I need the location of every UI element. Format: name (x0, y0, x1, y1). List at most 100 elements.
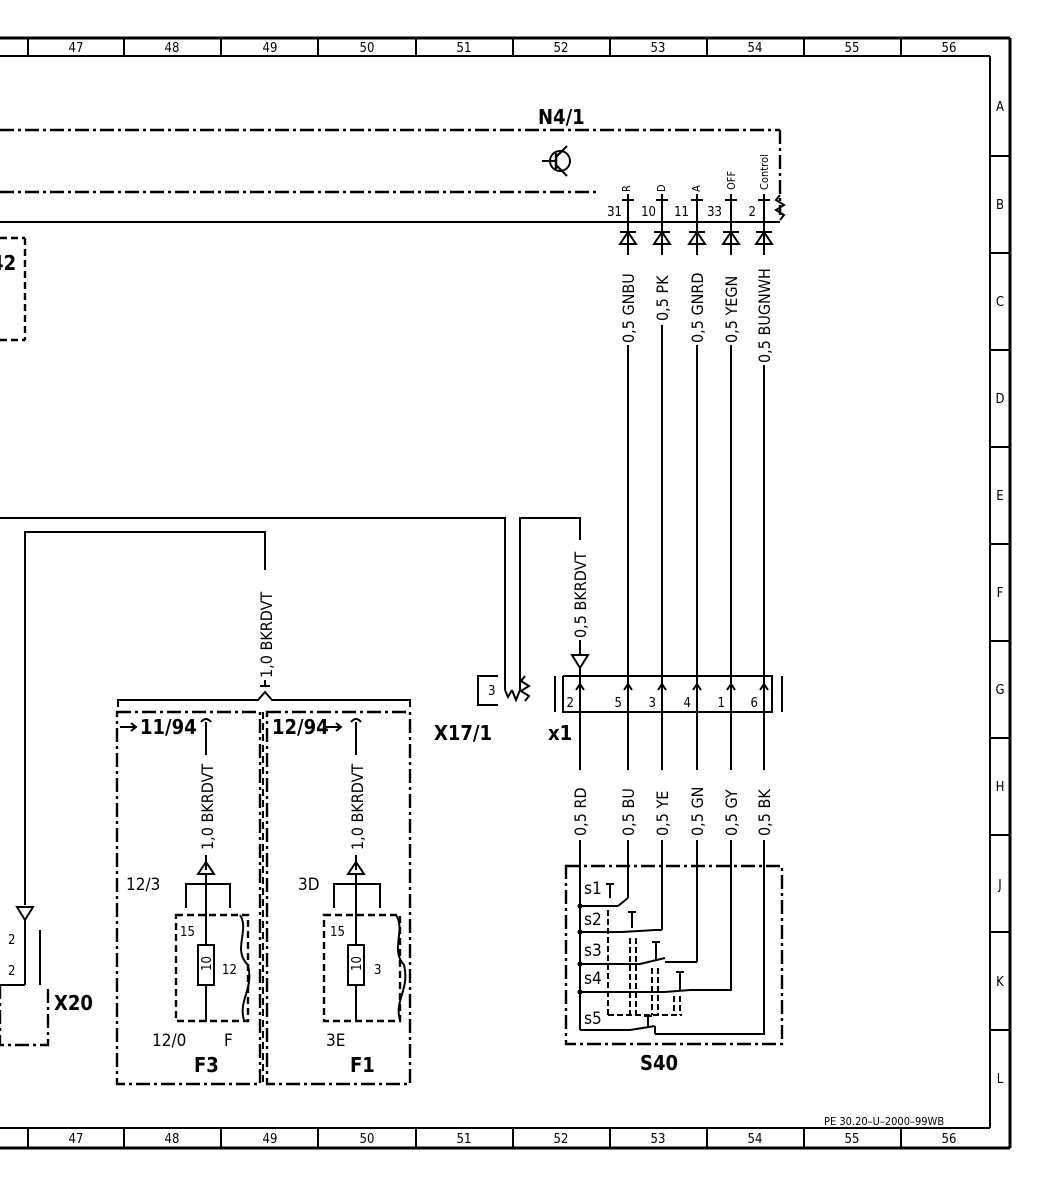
row-label-H: H (996, 780, 1005, 795)
col-label-bottom-55: 55 (845, 1132, 860, 1147)
col-label-bottom-56: 56 (942, 1132, 957, 1147)
fuse-block: 11/94 12/94 (115, 710, 412, 1086)
col-label-55: 55 (845, 41, 860, 56)
col-label-50: 50 (360, 41, 375, 56)
row-label-L: L (997, 1072, 1004, 1087)
x1-pin-3: 3 (649, 696, 656, 711)
pin-label-Control: Control (758, 154, 771, 190)
n4-1-module: N4/1 R D A OFF Control 31 10 11 33 2 (0, 105, 786, 223)
pin-number-33: 33 (707, 205, 722, 220)
f3-bottom-label: 12/0 (152, 1031, 186, 1051)
pin-label-OFF: OFF (725, 171, 738, 190)
footer-code: PE 30.20–U–2000–99WB (824, 1115, 944, 1128)
pin-number-2: 2 (749, 205, 756, 220)
f1-label: F1 (350, 1053, 375, 1077)
x20-connector: 2 2 X20 (0, 906, 93, 1047)
row-label-G: G (995, 683, 1004, 698)
x1-pin2-arrow-icon (570, 654, 590, 670)
row-label-F: F (997, 586, 1004, 601)
x1-pin-2: 2 (567, 696, 574, 711)
wire-label-rd: 0,5 RD (571, 787, 590, 836)
f1-top-label: 3D (298, 875, 320, 895)
pin-number-11: 11 (674, 205, 689, 220)
f1-pin-3: 3 (374, 963, 381, 978)
f3-fuse: 1,0 BKRDVT 10 12/3 15 12 12/0 F F3 (126, 722, 251, 1077)
s40-s2-label: s2 (584, 910, 602, 930)
wire-label-yegn: 0,5 YEGN (722, 276, 741, 343)
upper-wires: 0,5 GNBU 0,5 PK 0,5 GNRD 0,5 YEGN 0,5 BU… (618, 222, 774, 682)
col-label-bottom-50: 50 (360, 1132, 375, 1147)
lower-wires: 0,5 RD 0,5 BU 0,5 YE 0,5 GN 0,5 GY 0,5 B… (570, 770, 774, 1035)
wire-label-ye: 0,5 YE (653, 791, 672, 836)
ref-11-94: 11/94 (140, 715, 197, 739)
s40-label: S40 (640, 1051, 678, 1075)
n42-partial: N42 (0, 236, 27, 342)
col-label-52: 52 (554, 41, 569, 56)
x1-pin-4: 4 (684, 696, 691, 711)
col-label-49: 49 (263, 41, 278, 56)
col-label-bottom-51: 51 (457, 1132, 472, 1147)
wire-label-gn: 0,5 GN (688, 787, 707, 836)
drawing-frame (0, 36, 1012, 1150)
wire-label-gnbu: 0,5 GNBU (619, 273, 638, 343)
pin-label-D: D (655, 184, 668, 192)
x1-pin-5: 5 (615, 696, 622, 711)
row-label-B: B (996, 198, 1004, 213)
f3-label: F3 (194, 1053, 219, 1077)
x20-label: X20 (54, 991, 93, 1015)
row-label-E: E (996, 489, 1003, 504)
f3-fuse-value: 10 (200, 956, 215, 971)
f1-bottom-label: 3E (326, 1031, 345, 1051)
x17-1-connector: 3 X17/1 (434, 675, 531, 745)
pin-number-10: 10 (641, 205, 656, 220)
mid-wiring (0, 517, 581, 905)
s40-s4-label: s4 (584, 969, 602, 989)
ref-12-94: 12/94 (272, 715, 329, 739)
s40-s5-label: s5 (584, 1009, 602, 1029)
wire-label-gnrd: 0,5 GNRD (688, 273, 707, 343)
f3-f-label: F (224, 1031, 233, 1051)
wire-label-main-bkrdvt: 1,0 BKRDVT (257, 592, 276, 678)
x1-pin-6: 6 (751, 696, 758, 711)
x17-1-label: X17/1 (434, 721, 492, 745)
f1-fuse: 1,0 BKRDVT 10 3D 15 3 3E F1 (298, 722, 407, 1077)
row-label-D: D (995, 392, 1004, 407)
row-label-A: A (996, 100, 1004, 115)
f3-top-label: 12/3 (126, 875, 160, 895)
x20-pin-2a: 2 (8, 933, 15, 948)
col-label-51: 51 (457, 41, 472, 56)
f3-pin-12: 12 (222, 963, 237, 978)
pin-label-A: A (690, 185, 703, 192)
wire-label-bk: 0,5 BK (755, 789, 774, 836)
x1-pin-1: 1 (718, 696, 725, 711)
pin-number-31: 31 (607, 205, 622, 220)
col-label-54: 54 (748, 41, 763, 56)
f1-pin-15: 15 (330, 925, 345, 940)
col-label-bottom-54: 54 (748, 1132, 763, 1147)
wire-label-pk: 0,5 PK (653, 275, 672, 321)
f3-pin-15: 15 (180, 925, 195, 940)
col-label-bottom-48: 48 (165, 1132, 180, 1147)
col-label-bottom-53: 53 (651, 1132, 666, 1147)
pin-label-R: R (620, 185, 633, 192)
wire-label-f1-bkrdvt: 1,0 BKRDVT (348, 764, 367, 850)
x17-pin-3: 3 (488, 684, 495, 699)
col-label-48: 48 (165, 41, 180, 56)
s40-s3-label: s3 (584, 941, 602, 961)
wire-label-x17-bkrdvt: 0,5 BKRDVT (571, 552, 590, 638)
s40-switch: s1 s2 s3 s4 s5 S40 (564, 864, 784, 1075)
col-label-bottom-52: 52 (554, 1132, 569, 1147)
x20-pin-2b: 2 (8, 964, 15, 979)
s40-s1-label: s1 (584, 879, 602, 899)
col-label-bottom-47: 47 (69, 1132, 84, 1147)
x1-label: x1 (548, 721, 572, 745)
wire-label-bugnwh: 0,5 BUGNWH (755, 268, 774, 363)
row-label-J: J (997, 878, 1001, 893)
wire-label-gy: 0,5 GY (722, 789, 741, 836)
row-label-K: K (996, 975, 1004, 990)
f1-fuse-value: 10 (350, 956, 365, 971)
col-label-56: 56 (942, 41, 957, 56)
n42-label: N42 (0, 251, 16, 275)
col-label-bottom-49: 49 (263, 1132, 278, 1147)
